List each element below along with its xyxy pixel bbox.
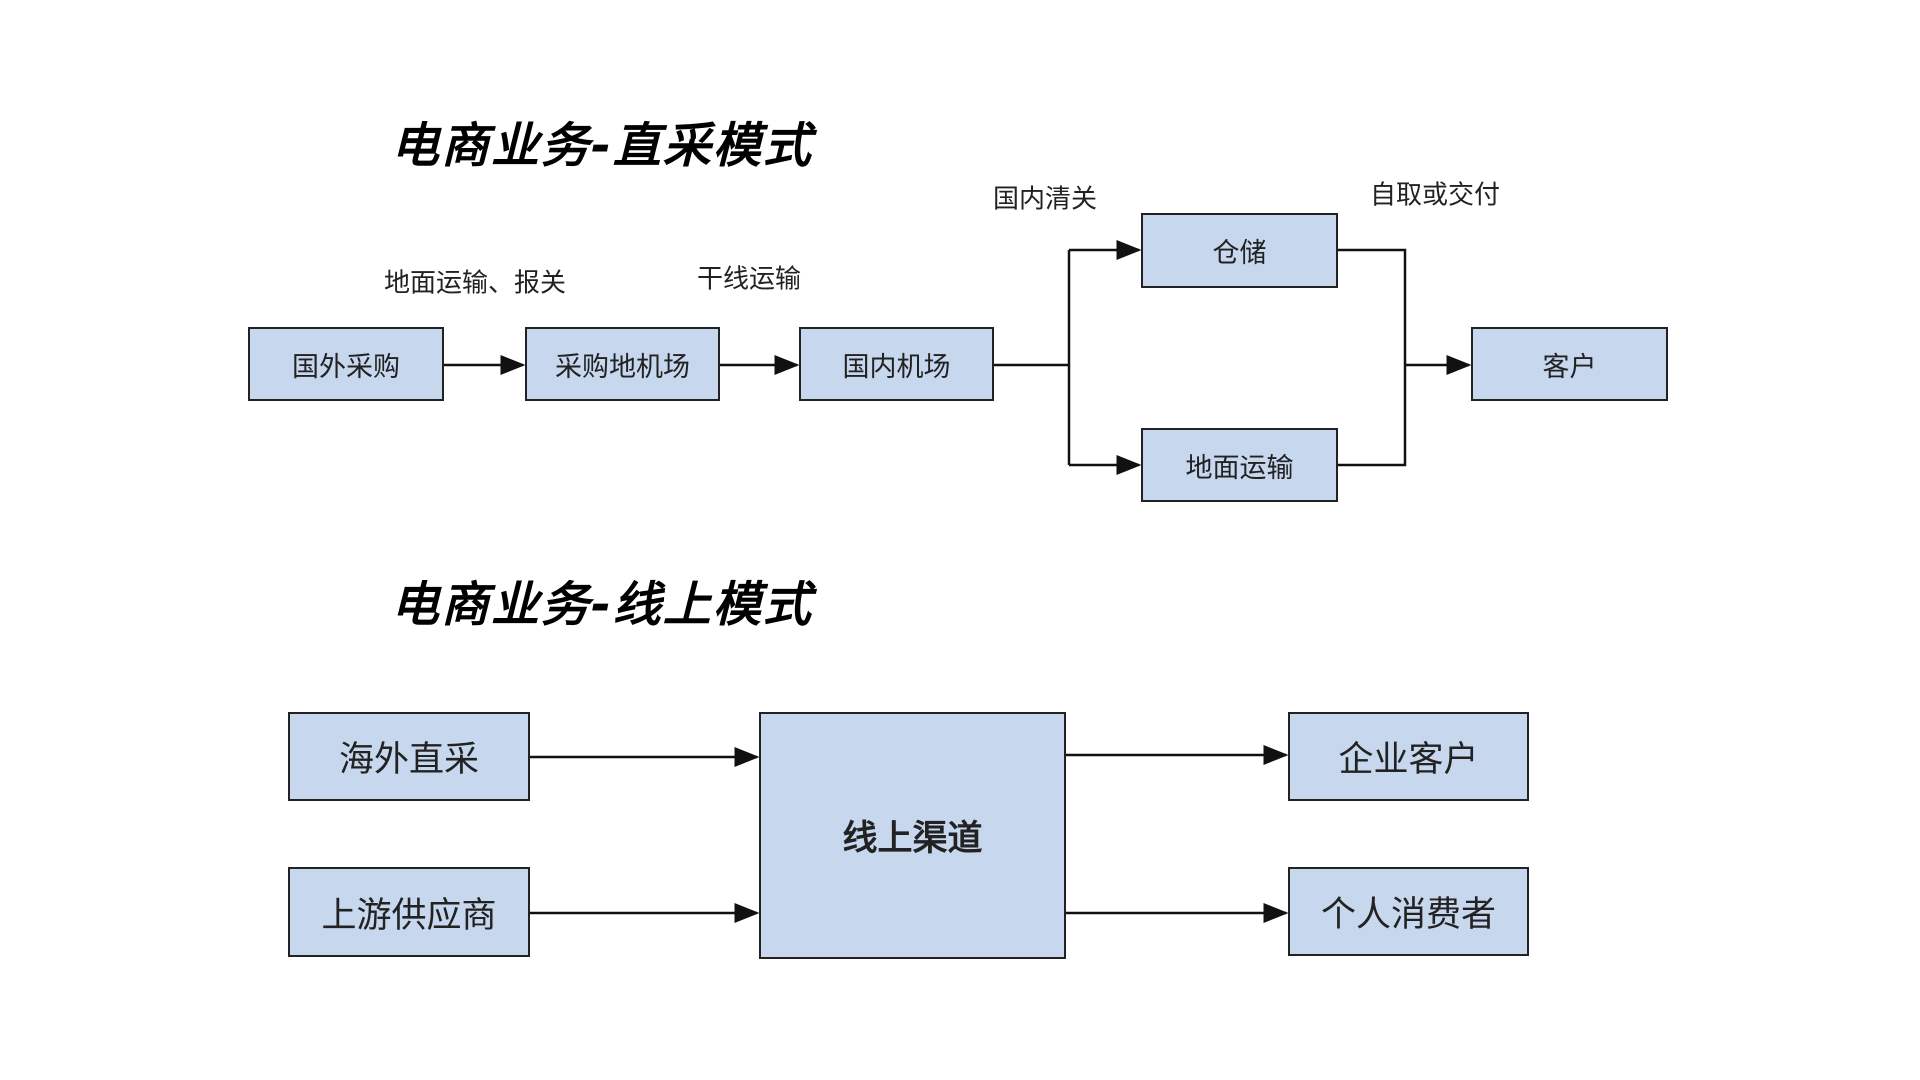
node-online-channel: 线上渠道: [759, 712, 1066, 959]
node-overseas-purchase: 国外采购: [248, 327, 444, 401]
node-upstream-supplier: 上游供应商: [288, 867, 530, 957]
label-trunk: 干线运输: [696, 264, 802, 295]
node-warehouse: 仓储: [1141, 213, 1338, 288]
label-ground-customs: 地面运输、报关: [383, 268, 567, 299]
node-enterprise-customer: 企业客户: [1288, 712, 1529, 801]
direct-mode-title: 电商业务-直采模式: [391, 118, 813, 174]
node-customer: 客户: [1471, 327, 1668, 401]
node-origin-airport: 采购地机场: [525, 327, 720, 401]
node-individual-consumer: 个人消费者: [1288, 867, 1529, 956]
node-overseas-direct: 海外直采: [288, 712, 530, 801]
label-pickup: 自取或交付: [1369, 180, 1501, 211]
online-mode-title: 电商业务-线上模式: [391, 577, 813, 633]
node-domestic-airport: 国内机场: [799, 327, 994, 401]
node-ground-transport: 地面运输: [1141, 428, 1338, 502]
label-clearance: 国内清关: [992, 184, 1098, 215]
